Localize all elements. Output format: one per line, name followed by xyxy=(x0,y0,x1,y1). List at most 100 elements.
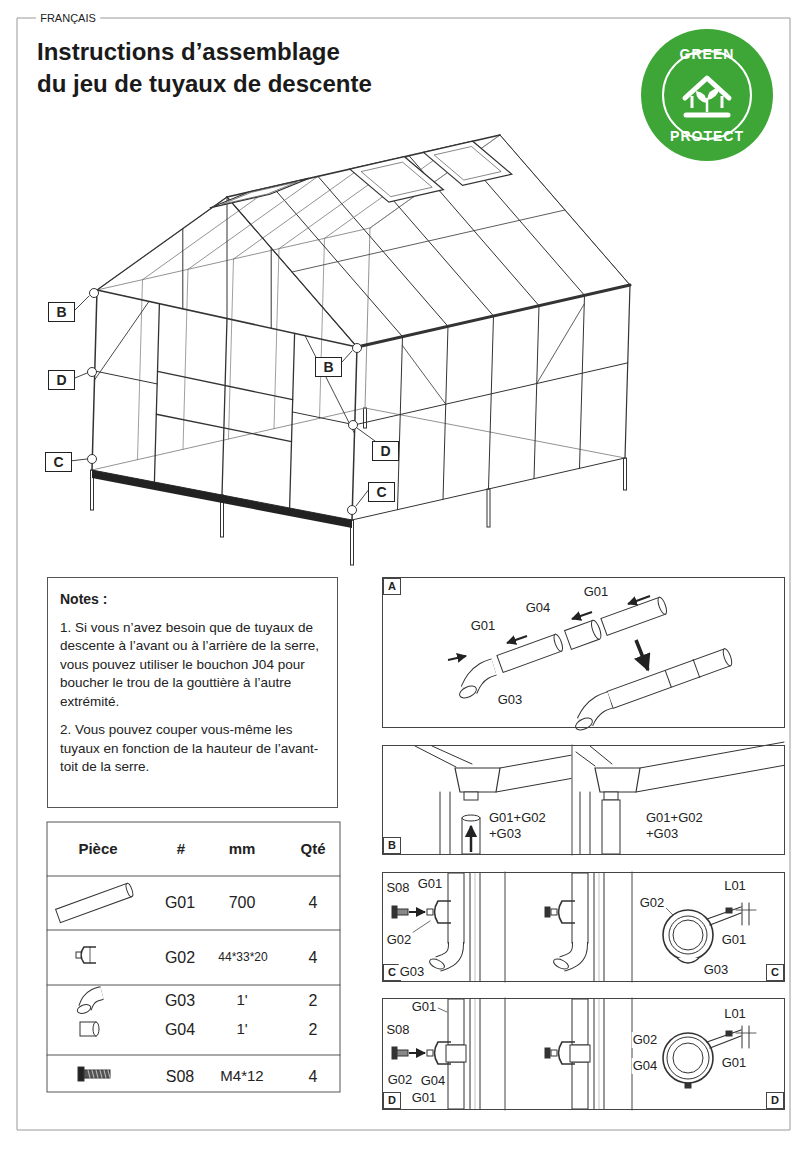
callout-box: C xyxy=(45,452,72,472)
part-icon xyxy=(78,1067,84,1081)
step-b-illustration xyxy=(450,792,451,854)
table-cell: G04 xyxy=(164,1020,196,1039)
part-icon xyxy=(125,883,134,898)
step-b-illustration xyxy=(496,779,571,793)
step-a-illustration xyxy=(721,648,733,667)
notes-heading: Notes : xyxy=(60,590,325,609)
part-icon xyxy=(84,1070,110,1078)
step-c-illustration xyxy=(572,873,588,943)
leader-line xyxy=(342,351,352,362)
callout-box: B xyxy=(315,357,342,377)
step-c-illustration xyxy=(749,903,750,925)
part-label: G01 xyxy=(470,618,497,634)
greenhouse-illustration xyxy=(365,408,625,458)
part-label: G02 xyxy=(632,1032,659,1048)
greenhouse-illustration xyxy=(227,197,357,347)
step-b-illustration xyxy=(576,752,595,766)
step-c-illustration xyxy=(428,957,446,971)
page-frame xyxy=(17,18,790,1130)
step-d-illustration xyxy=(594,999,595,1109)
step-c-illustration xyxy=(448,873,464,943)
callout-box: B xyxy=(48,302,75,322)
callout-box: D xyxy=(372,441,399,461)
table-header: Qté xyxy=(299,840,326,858)
greenhouse-illustration xyxy=(361,162,432,197)
page-frame xyxy=(17,18,790,1130)
greenhouse-illustration xyxy=(537,304,585,384)
greenhouse-illustration xyxy=(143,187,273,280)
step-b-illustration xyxy=(470,826,473,852)
step-c-illustration xyxy=(604,873,605,981)
step-b-illustration xyxy=(462,818,480,854)
step-c-illustration xyxy=(505,872,506,982)
step-c-illustration xyxy=(677,958,699,963)
greenhouse-illustration xyxy=(349,421,358,430)
step-tag: C xyxy=(766,964,784,981)
step-b-illustration xyxy=(415,746,456,767)
step-b-illustration xyxy=(415,742,784,855)
greenhouse-illustration xyxy=(290,333,295,508)
step-d-illustration xyxy=(736,1033,756,1034)
part-icon xyxy=(90,947,91,963)
table-cell: 2 xyxy=(308,1020,319,1039)
step-d-illustration xyxy=(663,1033,713,1083)
step-c-illustration xyxy=(551,909,557,915)
step-a-illustration xyxy=(565,619,603,649)
step-d-illustration xyxy=(572,999,588,1045)
table-cell: G03 xyxy=(164,991,196,1010)
step-c-illustration xyxy=(599,873,600,981)
step-c-illustration xyxy=(562,942,580,964)
logo-badge: GREENPROTECT xyxy=(640,28,774,162)
notes-box: Notes :1. Si vous n’avez besoin que de t… xyxy=(47,577,338,808)
step-c-illustration xyxy=(742,903,743,925)
callout-letter: B xyxy=(323,359,333,375)
step-b-illustration xyxy=(602,800,620,854)
greenhouse-illustration xyxy=(443,326,448,499)
step-c-illustration xyxy=(673,920,703,950)
step-c-illustration xyxy=(559,901,576,923)
table-cell: 4 xyxy=(308,1067,319,1086)
step-d-illustration xyxy=(710,1036,741,1048)
part-label: G02 xyxy=(387,1072,414,1088)
step-d-illustration xyxy=(545,1048,550,1058)
table-header: Pièce xyxy=(77,840,118,858)
part-icon xyxy=(56,883,132,922)
step-b-illustration xyxy=(440,792,441,854)
step-c-illustration xyxy=(427,909,433,915)
step-c-illustration xyxy=(409,911,425,913)
step-a-illustration xyxy=(607,649,731,709)
greenhouse-illustration xyxy=(624,458,627,490)
parts-table xyxy=(47,930,340,931)
part-icon xyxy=(76,1003,92,1015)
step-d-illustration xyxy=(726,1031,732,1036)
greenhouse-illustration xyxy=(353,344,362,353)
leader-line xyxy=(70,296,375,506)
step-b-illustration xyxy=(590,746,612,764)
part-icon xyxy=(93,1022,99,1036)
step-d-illustration xyxy=(448,999,464,1045)
step-a-illustration xyxy=(574,716,595,733)
step-c-illustration xyxy=(438,942,456,964)
table-header: # xyxy=(176,840,186,858)
page-title: Instructions d’assemblage du jeu de tuya… xyxy=(37,36,372,100)
part-label: G01 xyxy=(411,1090,438,1106)
part-icon xyxy=(56,883,135,923)
part-icon xyxy=(100,1070,102,1078)
step-tag: B xyxy=(383,837,401,854)
step-d-illustration xyxy=(435,1042,452,1064)
greenhouse-illustration xyxy=(227,197,357,347)
greenhouse-illustration xyxy=(348,506,357,515)
part-label: G01 xyxy=(417,876,444,892)
parts-table xyxy=(47,876,340,877)
step-c-illustration xyxy=(435,901,452,923)
greenhouse-illustration xyxy=(292,210,565,272)
step-c-illustration xyxy=(392,872,756,982)
step-d-illustration xyxy=(438,1008,447,1012)
step-tag: A xyxy=(383,578,401,595)
callout-letter: D xyxy=(56,372,66,388)
table-cell: G02 xyxy=(164,948,196,967)
part-label: G03 xyxy=(703,962,730,978)
part-label: G03 xyxy=(497,692,524,708)
step-a-illustration xyxy=(601,596,668,635)
step-d-illustration xyxy=(446,1045,466,1062)
